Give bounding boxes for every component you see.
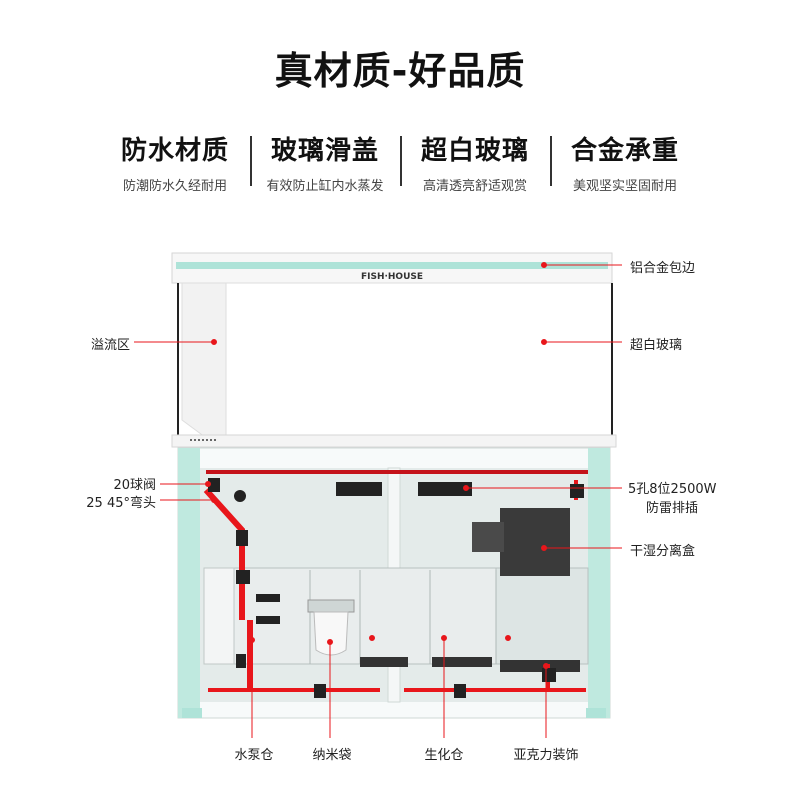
- callout-leaders: [134, 262, 622, 738]
- cabinet-foot-left: [182, 708, 202, 718]
- power-strip: [336, 482, 382, 496]
- feature-sub: 有效防止缸内水蒸发: [266, 179, 384, 194]
- label-ball-valve: 20球阀: [113, 478, 156, 493]
- label-bio-chamber: 生化仓: [424, 748, 464, 763]
- feature-heading: 合金承重: [570, 136, 679, 166]
- label-wet-dry-box: 干湿分离盒: [630, 544, 696, 559]
- feature-heading: 防水材质: [120, 136, 229, 166]
- label-aluminum-edge: 铝合金包边: [630, 261, 696, 276]
- overflow-column: [181, 282, 227, 438]
- feature-row: 防水材质 防潮防水久经耐用 玻璃滑盖 有效防止缸内水蒸发 超白玻璃 高清透亮舒适…: [100, 130, 700, 200]
- cabinet-foot-right: [586, 708, 606, 718]
- bio-tray: [360, 657, 408, 667]
- label-nano-bag: 纳米袋: [312, 748, 352, 763]
- label-power-strip-line2: 防雷排插: [646, 501, 699, 516]
- sump-tank-end: [495, 567, 589, 665]
- nano-bag-rim: [307, 599, 355, 613]
- label-power-strip-line1: 5孔8位2500W: [628, 482, 717, 497]
- cabinet: [177, 447, 611, 719]
- feature-alloy-load: 合金承重 美观坚实坚固耐用: [550, 130, 700, 200]
- label-acrylic-decor: 亚克力装饰: [513, 748, 579, 763]
- feature-sub: 美观坚实坚固耐用: [572, 179, 677, 194]
- feature-waterproof: 防水材质 防潮防水久经耐用: [100, 130, 250, 200]
- glass-pane: [177, 282, 613, 436]
- label-ultra-white-glass: 超白玻璃: [630, 338, 683, 353]
- page-title: 真材质-好品质: [274, 49, 526, 93]
- feature-ultra-white-glass: 超白玻璃 高清透亮舒适观赏: [400, 130, 550, 200]
- wet-dry-box-lid: [472, 522, 504, 552]
- vent-dots: [190, 439, 216, 441]
- feature-sub: 防潮防水久经耐用: [122, 179, 227, 194]
- power-strip: [418, 482, 472, 496]
- label-overflow-zone: 溢流区: [90, 338, 130, 353]
- pump-chamber-wall: [203, 567, 235, 665]
- wet-dry-box: [500, 508, 570, 576]
- label-elbow: 25 45°弯头: [86, 496, 156, 511]
- cabinet-side-right: [588, 448, 610, 718]
- acrylic-tray: [500, 660, 580, 672]
- bottom-frame: [171, 434, 617, 448]
- feature-heading: 玻璃滑盖: [270, 136, 379, 166]
- pipe-fittings: [208, 478, 584, 698]
- feature-glass-lid: 玻璃滑盖 有效防止缸内水蒸发: [250, 130, 400, 200]
- aluminum-edge-strip: [176, 262, 608, 269]
- feature-heading: 超白玻璃: [420, 136, 529, 166]
- label-pump-chamber: 水泵仓: [234, 748, 274, 763]
- bio-tray: [432, 657, 492, 667]
- cabinet-side-left: [178, 448, 200, 718]
- brand-logo: FISH·HOUSE: [361, 272, 423, 282]
- upper-tank: FISH·HOUSE: [171, 252, 617, 448]
- feature-sub: 高清透亮舒适观赏: [422, 179, 527, 194]
- nano-bag: [313, 611, 349, 656]
- elbow-fitting: [234, 490, 246, 502]
